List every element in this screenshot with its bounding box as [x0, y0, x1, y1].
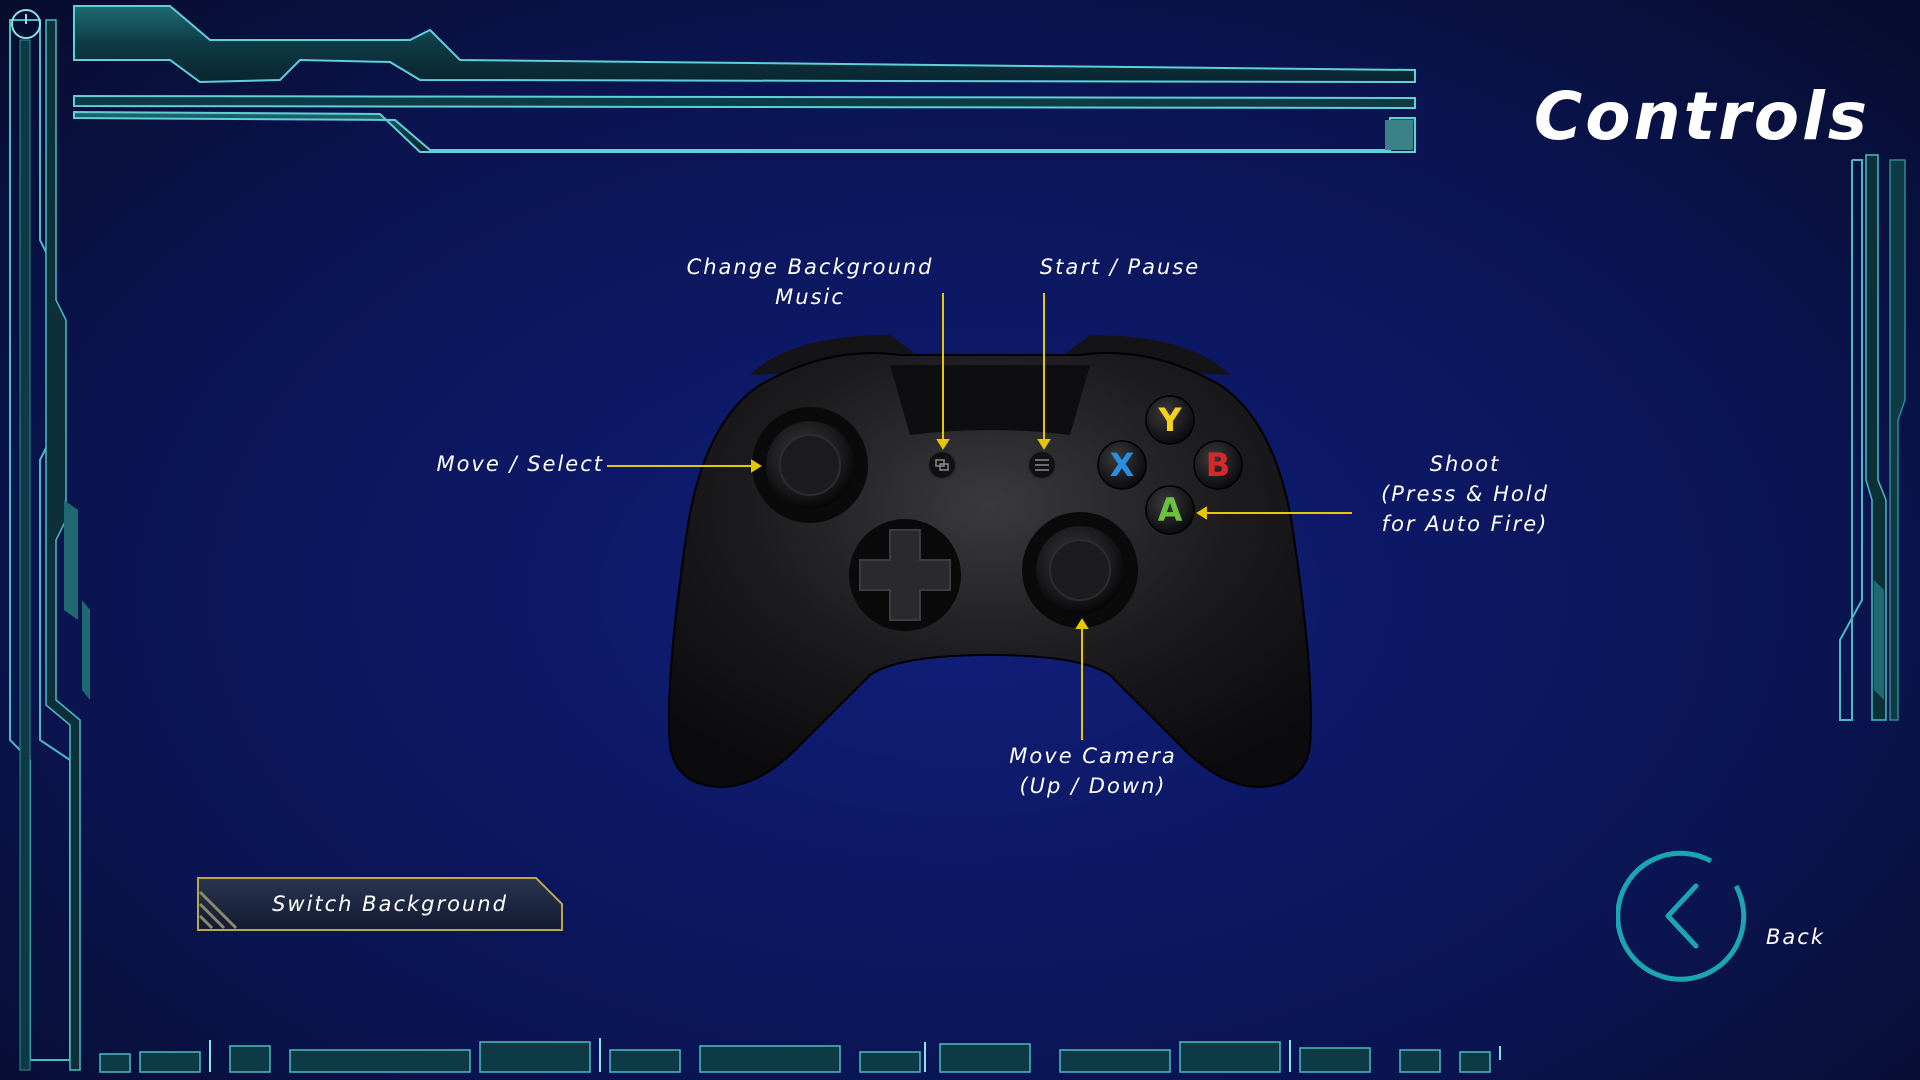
- view-icon: [927, 450, 957, 480]
- svg-text:X: X: [1110, 446, 1135, 484]
- face-button-a: A: [1145, 485, 1195, 535]
- switch-background-button-frame: [197, 877, 563, 931]
- svg-text:Y: Y: [1157, 401, 1182, 439]
- label-change-music-line2: Music: [775, 285, 845, 309]
- face-button-y: Y: [1145, 395, 1195, 445]
- label-change-background-music: Change Background Music: [640, 252, 980, 312]
- label-move-select: Move / Select: [368, 449, 604, 479]
- back-label[interactable]: Back: [1766, 925, 1825, 949]
- label-shoot-line3: for Auto Fire): [1381, 512, 1549, 536]
- back-button[interactable]: [1615, 846, 1756, 986]
- left-stick: [752, 407, 868, 523]
- svg-text:B: B: [1206, 446, 1230, 484]
- face-button-b: B: [1193, 440, 1243, 490]
- label-change-music-line1: Change Background: [686, 255, 934, 279]
- label-shoot-line1: Shoot: [1429, 452, 1501, 476]
- label-start-pause-text: Start / Pause: [1039, 255, 1201, 279]
- dpad: [849, 519, 961, 631]
- label-move-camera: Move Camera (Up / Down): [960, 741, 1226, 801]
- label-shoot-line2: (Press & Hold: [1381, 482, 1549, 506]
- label-move-camera-line2: (Up / Down): [1019, 774, 1167, 798]
- label-start-pause: Start / Pause: [1000, 252, 1240, 282]
- label-move-camera-line1: Move Camera: [1009, 744, 1177, 768]
- switch-background-button[interactable]: Switch Background: [196, 876, 564, 932]
- page-title: Controls: [1533, 78, 1870, 155]
- menu-icon: [1027, 450, 1057, 480]
- chevron-left-icon: [1615, 850, 1747, 982]
- face-button-x: X: [1097, 440, 1147, 490]
- label-move-select-text: Move / Select: [436, 452, 604, 476]
- right-stick: [1022, 512, 1138, 628]
- switch-background-label: Switch Background: [272, 892, 508, 916]
- svg-text:A: A: [1158, 491, 1183, 529]
- label-shoot: Shoot (Press & Hold for Auto Fire): [1350, 449, 1580, 539]
- controller-illustration: Y X B A: [668, 335, 1312, 789]
